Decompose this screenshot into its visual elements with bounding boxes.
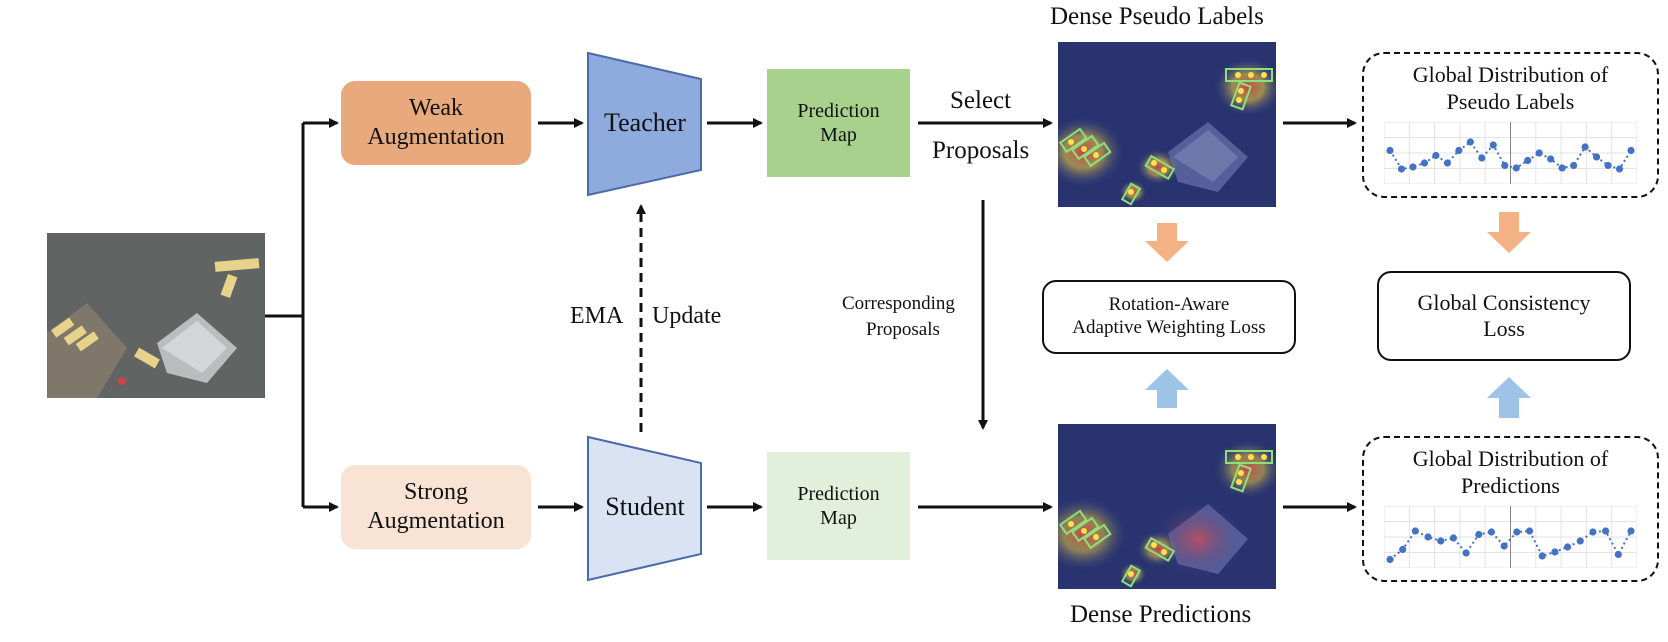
curve-point (1489, 141, 1497, 149)
corresponding-label: Corresponding (842, 293, 955, 314)
curve-point (1449, 534, 1458, 542)
curve-point (1563, 543, 1572, 551)
blue-arrow-to-rotation-loss (1145, 369, 1189, 408)
teacher-trapezoid (587, 51, 702, 197)
curve-point (1386, 146, 1394, 155)
pred-distribution-title: Global Distribution of Predictions (1364, 446, 1657, 500)
curve-point (1615, 165, 1624, 173)
proposals-label: Proposals (932, 137, 1030, 164)
blue-arrow-to-global-loss (1487, 377, 1531, 418)
curve-point (1386, 555, 1394, 564)
curve-point (1443, 159, 1451, 167)
curve-point (1411, 527, 1419, 535)
dense-predictions-image (1058, 424, 1276, 589)
curve-point (1589, 528, 1597, 536)
curve-point (1627, 146, 1635, 155)
pseudo-labels-distribution-panel: Global Distribution of Pseudo Labels (1362, 52, 1659, 198)
pseudo-distribution-curve (1384, 122, 1637, 184)
curve-point (1437, 537, 1445, 545)
weak-aug-line-1: Weak (408, 95, 464, 122)
update-label: Update (652, 303, 722, 329)
pred-map-top-line-1: Prediction (797, 100, 880, 122)
pred-map-top-line-2: Map (820, 124, 857, 146)
strong-augmentation-box: Strong Augmentation (341, 465, 531, 549)
curve-point (1604, 161, 1612, 170)
curve-point (1487, 528, 1496, 536)
pred-map-bot-line-2: Map (820, 507, 857, 529)
pseudo-dist-title-line-2: Pseudo Labels (1446, 88, 1575, 114)
curve-point (1547, 155, 1555, 163)
curve-point (1627, 527, 1635, 535)
student-trapezoid (587, 435, 702, 582)
curve-point (1466, 138, 1474, 146)
input-aerial-image (47, 233, 265, 398)
curve-point (1592, 153, 1601, 161)
orange-arrow-to-global-loss (1487, 212, 1531, 253)
global-loss-line-1: Global Consistency (1417, 289, 1591, 315)
curve-point (1581, 143, 1589, 151)
student-prediction-map: Prediction Map (767, 452, 910, 560)
curve-point (1602, 527, 1610, 535)
pred-dist-title-line-2: Predictions (1461, 472, 1560, 498)
curve-point (1432, 151, 1440, 160)
pseudo-dist-title-line-1: Global Distribution of (1412, 62, 1609, 87)
corresponding-proposals-label: Proposals (866, 319, 940, 340)
rotation-loss-line-2: Adaptive Weighting Loss (1072, 317, 1266, 338)
curve-point (1455, 146, 1463, 155)
global-consistency-loss-box: Global Consistency Loss (1377, 271, 1631, 361)
curve-point (1614, 550, 1622, 559)
pred-dist-title-line-1: Global Distribution of (1412, 446, 1609, 471)
curve-point (1462, 549, 1470, 557)
curve-point (1576, 537, 1584, 545)
curve-point (1535, 149, 1543, 157)
pseudo-distribution-title: Global Distribution of Pseudo Labels (1364, 62, 1657, 116)
dense-pseudo-labels-image (1058, 42, 1276, 207)
predictions-distribution-panel: Global Distribution of Predictions (1362, 436, 1659, 582)
orange-arrow-to-rotation-loss (1145, 223, 1189, 262)
curve-point (1558, 164, 1566, 172)
curve-point (1538, 552, 1546, 560)
strong-aug-line-2: Augmentation (367, 508, 505, 534)
curve-point (1399, 545, 1407, 554)
curve-line (1389, 140, 1632, 171)
pred-distribution-curve (1384, 506, 1637, 568)
curve-point (1478, 154, 1486, 162)
global-loss-line-2: Loss (1483, 316, 1525, 341)
dense-predictions-title: Dense Predictions (1070, 601, 1252, 628)
curve-point (1512, 164, 1520, 172)
student-label: Student (605, 492, 685, 521)
curve-point (1501, 161, 1509, 170)
dense-pseudo-labels-title: Dense Pseudo Labels (1050, 3, 1264, 30)
pred-map-bot-line-1: Prediction (797, 483, 880, 505)
curve-point (1513, 528, 1521, 536)
ema-label: EMA (570, 303, 624, 329)
curve-point (1420, 159, 1429, 167)
weak-augmentation-box: Weak Augmentation (341, 81, 531, 165)
teacher-label: Teacher (604, 108, 686, 137)
curve-point (1570, 161, 1578, 170)
curve-point (1424, 533, 1432, 541)
curve-point (1409, 163, 1417, 171)
curve-point (1475, 530, 1483, 539)
curve-point (1551, 548, 1559, 556)
weak-aug-line-2: Augmentation (367, 124, 505, 150)
strong-aug-line-1: Strong (403, 479, 468, 506)
curve-point (1524, 156, 1532, 165)
rotation-aware-loss-box: Rotation-Aware Adaptive Weighting Loss (1042, 280, 1296, 354)
curve-point (1397, 165, 1406, 173)
curve-point (1525, 527, 1534, 535)
rotation-loss-line-1: Rotation-Aware (1108, 294, 1230, 316)
curve-point (1500, 542, 1508, 550)
select-label: Select (950, 87, 1012, 114)
teacher-prediction-map: Prediction Map (767, 69, 910, 177)
